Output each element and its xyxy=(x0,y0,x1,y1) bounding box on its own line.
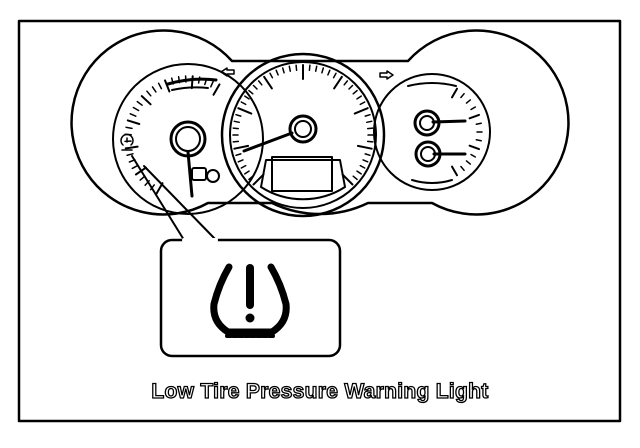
gauge-tick xyxy=(353,107,369,115)
gauge-tick xyxy=(348,84,354,90)
gauge-tick xyxy=(132,106,140,112)
gauge-tick xyxy=(295,64,298,72)
odometer-screen xyxy=(271,156,333,192)
gauge-tick xyxy=(364,153,371,157)
left-gauge-knob xyxy=(206,169,220,183)
gauge-tick xyxy=(151,86,157,93)
right-gauge xyxy=(373,73,491,191)
left-gauge-needle xyxy=(186,150,194,198)
left-gauge xyxy=(112,63,264,215)
gauge-tick xyxy=(359,101,366,106)
gauge-tick xyxy=(475,122,482,125)
gauge-tick xyxy=(157,82,163,90)
gauge-tick xyxy=(333,75,343,90)
gauge-tick xyxy=(248,89,254,95)
gauge-tick xyxy=(356,170,362,175)
speedometer-needle xyxy=(242,131,294,153)
gauge-tick xyxy=(212,83,221,96)
gauge-tick xyxy=(126,153,134,157)
gauge-tick xyxy=(248,175,254,181)
odometer-display xyxy=(260,159,346,201)
left-gauge-lamp xyxy=(191,167,207,181)
gauge-tick xyxy=(125,126,133,130)
gauge-tick xyxy=(314,65,318,72)
gauge-tick xyxy=(460,92,465,99)
gauge-tick xyxy=(237,107,253,115)
gauge-tick xyxy=(281,67,285,74)
gauge-tick xyxy=(321,67,325,74)
gauge-tick xyxy=(129,113,137,117)
gauge-tick xyxy=(275,69,279,76)
gauge-tick xyxy=(352,175,358,181)
turn-signal-right-icon xyxy=(379,70,394,80)
gauge-tick xyxy=(210,80,214,88)
callout-pointer xyxy=(131,155,217,241)
gauge-tick xyxy=(237,159,244,163)
gauge-tick xyxy=(465,160,472,165)
gauge-tick xyxy=(366,140,374,143)
gauge-tick xyxy=(269,72,274,79)
gauge-tick xyxy=(343,80,349,86)
gauge-tick xyxy=(244,170,250,175)
gauge-tick xyxy=(468,144,480,151)
gauge-tick xyxy=(235,113,242,117)
gauge-tick xyxy=(470,153,477,158)
gauge-tick xyxy=(252,173,265,186)
gauge-tick xyxy=(327,69,331,76)
turn-signal-left-icon xyxy=(220,67,235,77)
gauge-tick xyxy=(146,90,152,97)
gauge-tick xyxy=(136,100,143,106)
tpms-warning-icon xyxy=(210,263,290,338)
gauge-tick xyxy=(233,144,250,150)
gauge-tick xyxy=(232,127,240,130)
gauge-tick xyxy=(451,165,458,177)
gauge-tick xyxy=(252,84,258,90)
gauge-housing xyxy=(70,29,570,216)
gauge-tick xyxy=(263,75,273,90)
gauge-tick xyxy=(126,119,141,125)
gauge-tick xyxy=(124,145,139,150)
gauge-tick xyxy=(468,113,480,120)
gauge-tick xyxy=(332,72,337,79)
gauge-tick xyxy=(362,159,369,163)
gauge-tick xyxy=(451,87,458,99)
gauge-tick xyxy=(475,139,482,142)
gauge-tick xyxy=(470,106,477,111)
speedometer xyxy=(220,52,386,218)
gauge-tick xyxy=(233,120,240,124)
gauge-tick xyxy=(356,95,362,100)
gauge-tick xyxy=(465,99,472,104)
gauge-tick xyxy=(341,173,354,186)
gauge-tick xyxy=(366,127,374,130)
gauge-tick xyxy=(232,140,240,143)
gauge-tick xyxy=(235,153,242,157)
gauge-tick xyxy=(364,113,371,117)
gauge-tick xyxy=(140,95,152,106)
gauge-tick xyxy=(308,64,311,72)
gauge-tick xyxy=(131,164,139,170)
tpms-indicator-icon xyxy=(120,133,134,151)
gauge-tick xyxy=(356,144,373,150)
gauge-tick xyxy=(352,89,358,95)
gauge-tick xyxy=(240,164,247,169)
diagram-frame xyxy=(17,19,622,423)
gauge-tick xyxy=(240,101,247,106)
fuel-gauge-needle xyxy=(431,119,467,124)
gauge-tick xyxy=(366,120,373,124)
gauge-tick xyxy=(244,95,250,100)
gauge-tick xyxy=(288,65,292,72)
speedometer-hub xyxy=(288,114,318,144)
gauge-tick xyxy=(460,165,465,172)
gauge-tick xyxy=(257,80,263,86)
gauge-tick xyxy=(164,79,171,93)
diagram-caption: Low Tire Pressure Warning Light xyxy=(151,379,489,403)
gauge-tick xyxy=(359,164,366,169)
